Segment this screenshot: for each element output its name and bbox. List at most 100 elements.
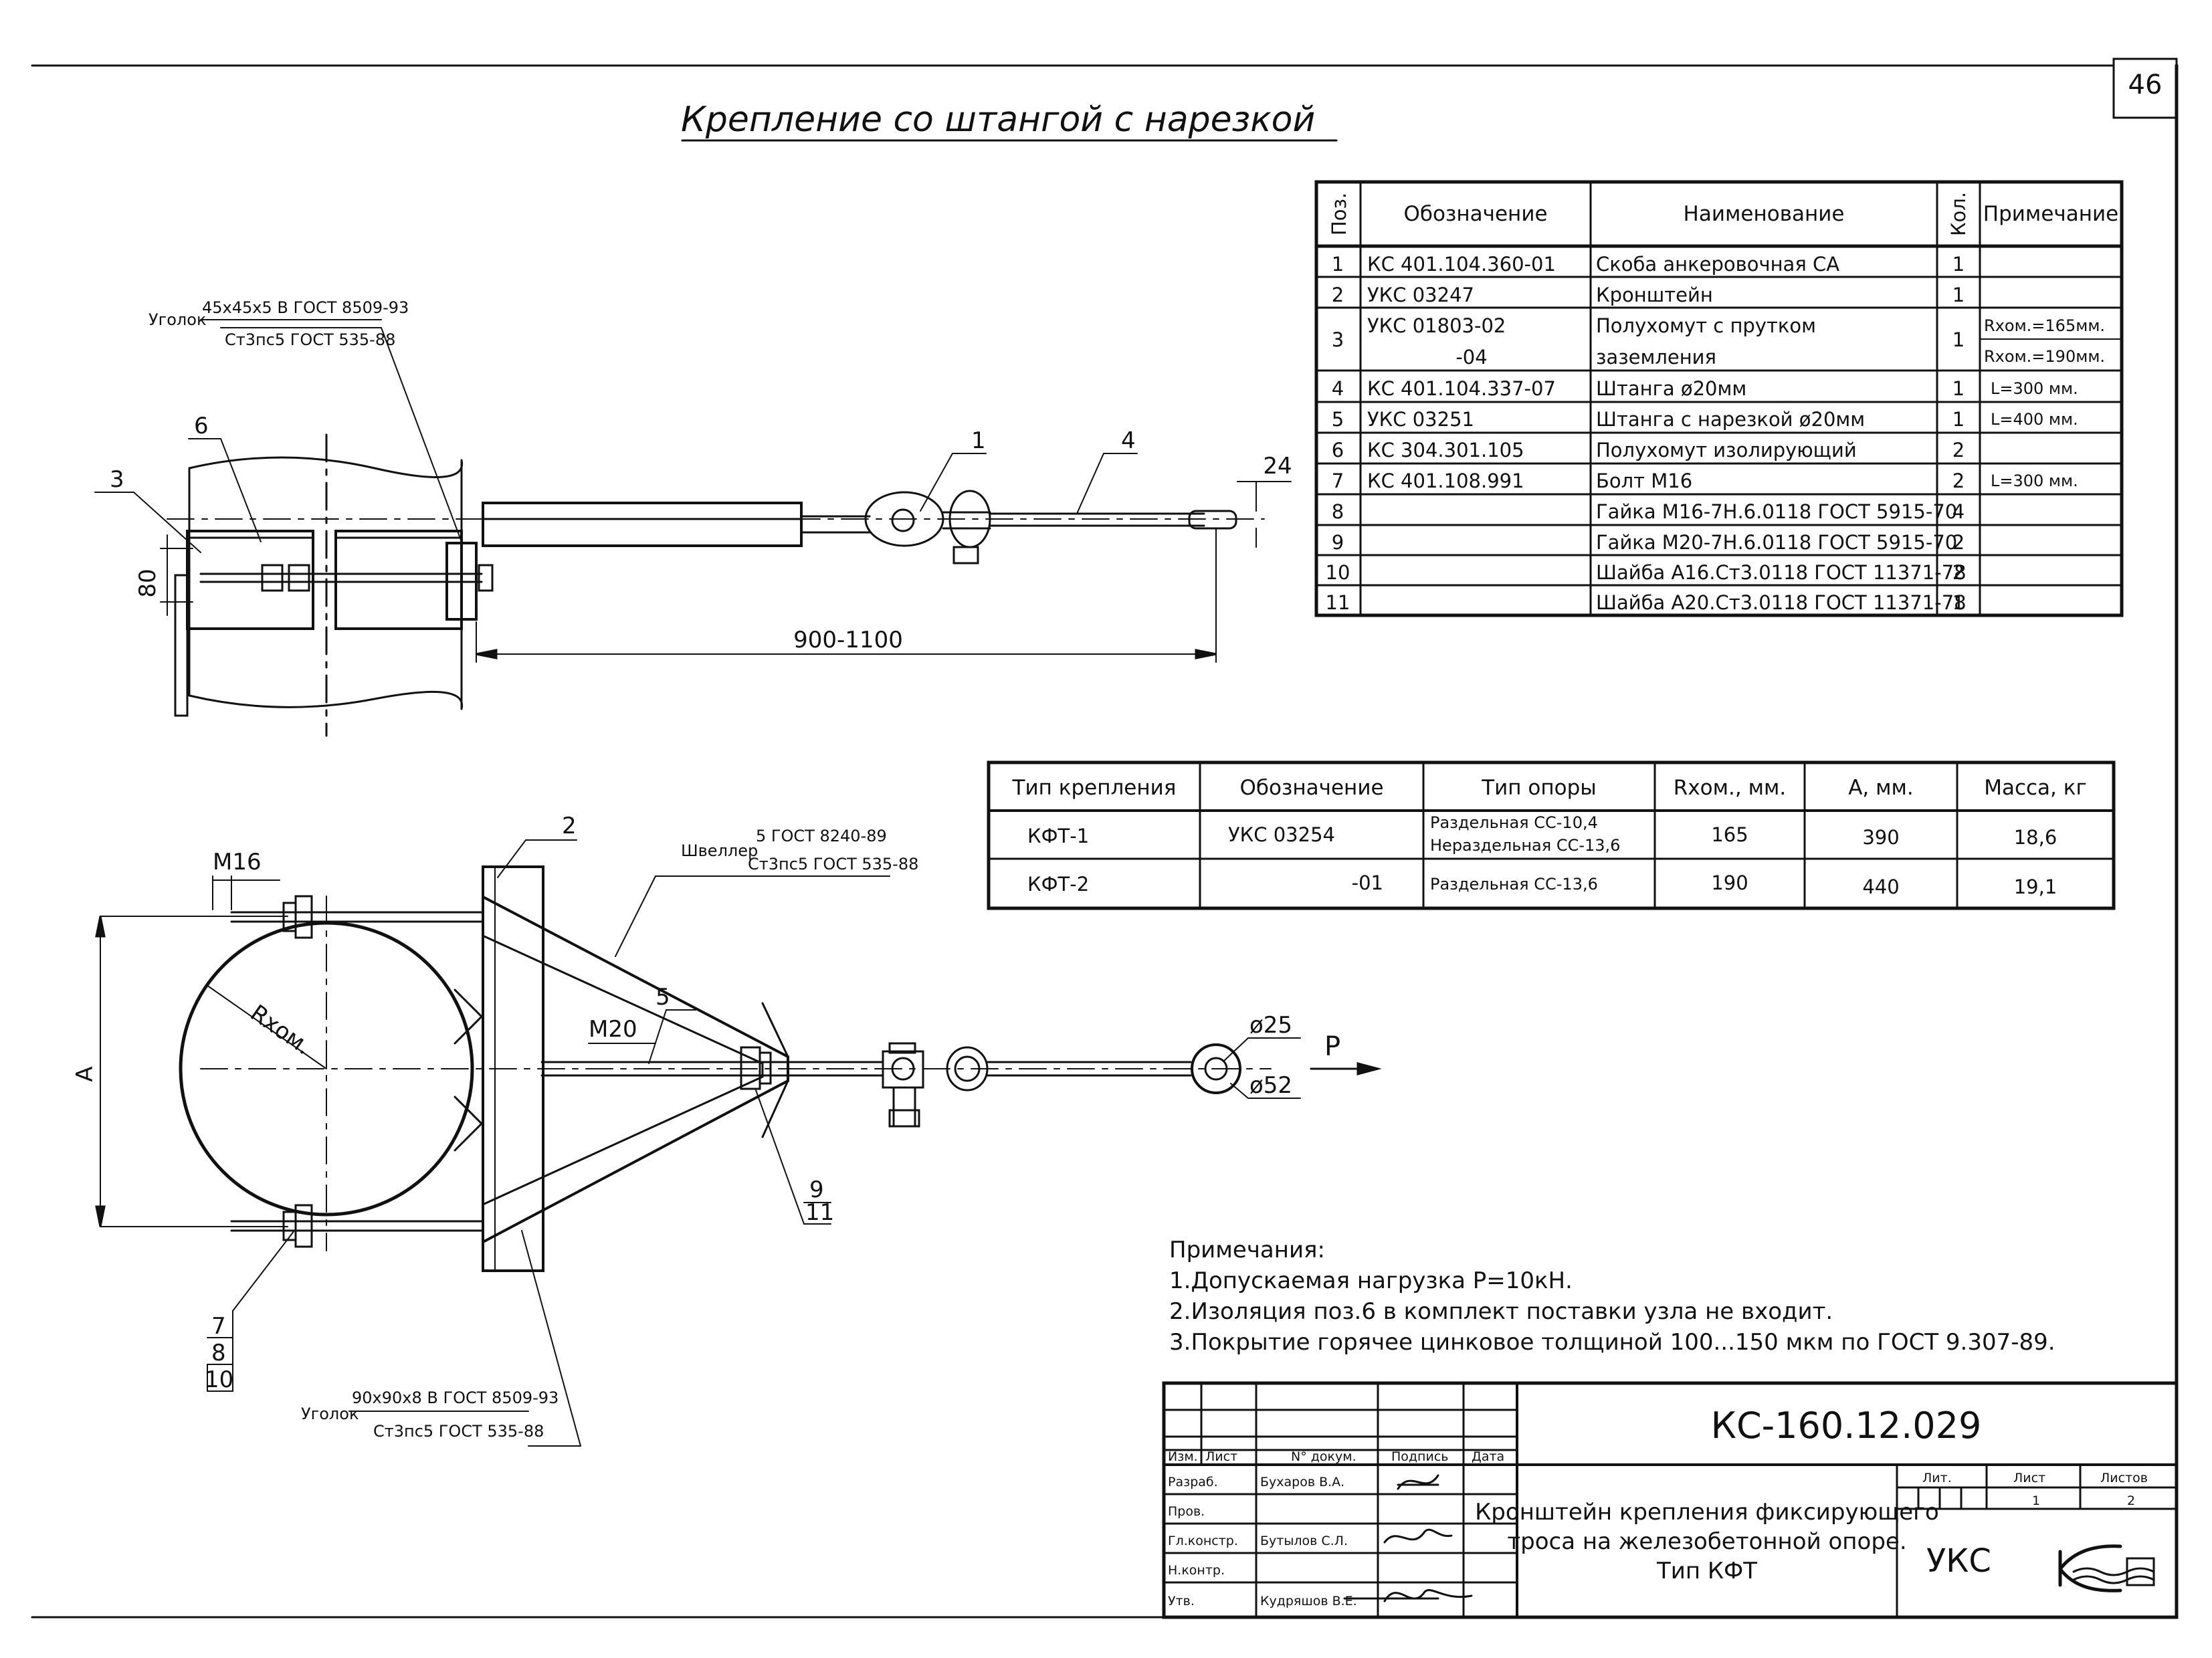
spec-qty: 2 xyxy=(1952,531,1965,554)
spec-note-variant: Rхом.=190мм. xyxy=(1984,347,2105,366)
spec-name: Кронштейн xyxy=(1596,284,1713,306)
spec-note: L=300 мм. xyxy=(1991,472,2078,490)
bottom-view xyxy=(95,839,1382,1447)
spec-note: L=300 мм. xyxy=(1991,379,2078,398)
spec-designation: УКС 03247 xyxy=(1367,284,1474,306)
type-cell: Нераздельная СС-13,6 xyxy=(1430,836,1620,855)
notes-heading: Примечания: xyxy=(1169,1237,1325,1263)
notes: Примечания: 1.Допускаемая нагрузка Р=10к… xyxy=(1169,1237,2055,1356)
spec-qty: 2 xyxy=(1952,439,1965,461)
doc-description: Кронштейн крепления фиксирующего xyxy=(1475,1499,1939,1526)
spec-note: L=400 мм. xyxy=(1991,410,2078,429)
type-cell: 390 xyxy=(1862,826,1899,849)
col-header: Подпись xyxy=(1391,1449,1448,1464)
spec-qty: 2 xyxy=(1952,470,1965,492)
org-name: УКС xyxy=(1926,1542,1991,1580)
dim-24: 24 xyxy=(1263,453,1292,480)
spec-designation: УКС 03251 xyxy=(1367,408,1474,431)
type-header: Масса, кг xyxy=(1984,776,2087,800)
type-cell: УКС 03254 xyxy=(1228,823,1335,846)
type-header: А, мм. xyxy=(1848,776,1914,800)
type-table: Тип крепления Обозначение Тип опоры Rхом… xyxy=(987,760,2116,910)
signatures xyxy=(1343,1474,1473,1602)
type-cell: 18,6 xyxy=(2014,826,2057,849)
angle-spec-bottom: Ст3пс5 ГОСТ 535-88 xyxy=(225,330,395,349)
type-header: Rхом., мм. xyxy=(1674,776,1786,800)
spec-designation-variant: -04 xyxy=(1455,346,1487,369)
spec-header-designation: Обозначение xyxy=(1403,202,1547,226)
callout-8: 8 xyxy=(211,1340,226,1366)
role-name: Кудряшов В.Е. xyxy=(1260,1594,1357,1609)
callout-10: 10 xyxy=(205,1366,233,1393)
spec-name: Гайка М16-7Н.6.0118 ГОСТ 5915-70 xyxy=(1596,500,1957,523)
type-cell: 19,1 xyxy=(2014,875,2057,898)
type-cell: -01 xyxy=(1352,871,1383,894)
type-cell: 165 xyxy=(1711,823,1748,846)
callout-3: 3 xyxy=(110,466,124,493)
spec-pos: 7 xyxy=(1332,470,1344,492)
spec-name: Болт М16 xyxy=(1596,470,1692,492)
lit-label: Лит. xyxy=(1922,1471,1952,1485)
spec-qty: 1 xyxy=(1952,408,1965,431)
callout-7: 7 xyxy=(211,1313,226,1340)
role-label: Утв. xyxy=(1168,1594,1195,1609)
title-block-text: КС-160.12.029 Кронштейн крепления фиксир… xyxy=(1168,1405,2155,1609)
type-cell: Раздельная СС-13,6 xyxy=(1430,875,1598,894)
sheet-corner-number: 46 xyxy=(2128,70,2163,100)
d52-label: ø52 xyxy=(1249,1072,1292,1099)
spec-designation: УКС 01803-02 xyxy=(1367,314,1506,337)
spec-pos: 9 xyxy=(1332,531,1344,554)
callout-1: 1 xyxy=(971,427,986,454)
channel-spec-top: 5 ГОСТ 8240-89 xyxy=(756,827,887,845)
spec-name: Штанга ø20мм xyxy=(1596,377,1746,400)
m20-label: М20 xyxy=(589,1016,637,1043)
channel-label: Швеллер xyxy=(681,841,758,860)
col-header: Дата xyxy=(1472,1449,1504,1464)
title-block xyxy=(1162,1381,2179,1619)
angle-label: Уголок xyxy=(148,310,206,329)
role-label: Гл.констр. xyxy=(1168,1534,1238,1548)
spec-qty: 1 xyxy=(1952,377,1965,400)
type-cell: 190 xyxy=(1711,871,1748,894)
role-name: Бутылов С.Л. xyxy=(1260,1534,1348,1548)
callout-2: 2 xyxy=(562,813,577,839)
angle-spec-top: 45х45х5 В ГОСТ 8509-93 xyxy=(202,298,409,317)
col-header: Лист xyxy=(1205,1449,1237,1464)
angle-spec-top-bottom: 90х90х8 В ГОСТ 8509-93 xyxy=(352,1388,559,1407)
role-label: Н.контр. xyxy=(1168,1563,1225,1578)
spec-pos: 11 xyxy=(1326,591,1350,614)
type-cell: 440 xyxy=(1862,875,1899,898)
callout-6: 6 xyxy=(194,413,209,439)
sheets-label: Листов xyxy=(2100,1471,2148,1485)
channel-spec-bottom: Ст3пс5 ГОСТ 535-88 xyxy=(748,855,918,873)
spec-qty: 1 xyxy=(1952,284,1965,306)
note-item: 3.Покрытие горячее цинковое толщиной 100… xyxy=(1169,1329,2055,1356)
spec-header-pos: Поз. xyxy=(1328,193,1350,235)
spec-qty: 1 xyxy=(1952,591,1965,614)
doc-code: КС-160.12.029 xyxy=(1711,1405,1982,1447)
spec-pos: 10 xyxy=(1326,561,1350,584)
dim-a: А xyxy=(72,1066,98,1081)
type-header: Тип крепления xyxy=(1012,776,1177,800)
spec-name: Шайба А20.Ст3.0118 ГОСТ 11371-78 xyxy=(1596,591,1967,614)
spec-qty: 1 xyxy=(1952,253,1965,276)
spec-name: Штанга с нарезкой ø20мм xyxy=(1596,408,1865,431)
spec-pos: 3 xyxy=(1332,328,1344,351)
type-cell: КФТ-1 xyxy=(1027,825,1089,847)
spec-note: Rхом.=165мм. xyxy=(1984,316,2105,335)
spec-pos: 4 xyxy=(1332,377,1344,400)
top-view-labels: Уголок 45х45х5 В ГОСТ 8509-93 Ст3пс5 ГОС… xyxy=(110,298,1292,653)
spec-qty: 4 xyxy=(1952,500,1965,523)
role-name: Бухаров В.А. xyxy=(1260,1475,1344,1489)
doc-description: троса на железобетонной опоре. xyxy=(1507,1528,1906,1555)
spec-qty: 2 xyxy=(1952,561,1965,584)
top-view xyxy=(94,327,1292,737)
doc-description: Тип КФТ xyxy=(1656,1558,1757,1584)
spec-name-cont: заземления xyxy=(1596,346,1716,369)
spec-designation: КС 401.108.991 xyxy=(1367,470,1524,492)
spec-qty: 1 xyxy=(1952,328,1965,351)
radius-label: Rхом. xyxy=(245,1000,316,1061)
type-header: Обозначение xyxy=(1239,776,1383,800)
spec-name: Гайка М20-7Н.6.0118 ГОСТ 5915-70 xyxy=(1596,531,1957,554)
